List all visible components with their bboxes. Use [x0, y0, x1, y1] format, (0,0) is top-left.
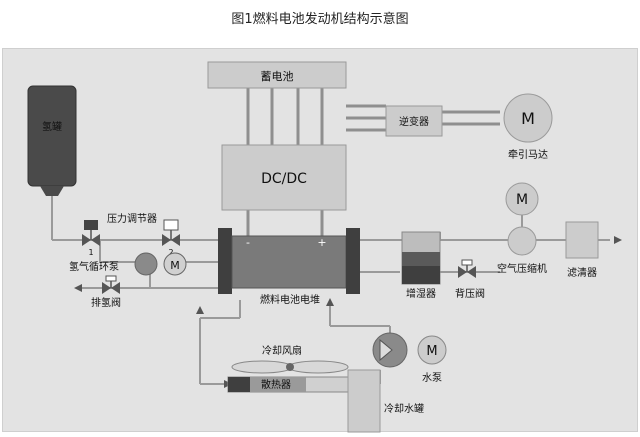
radiator-inlet: [228, 377, 250, 392]
traction-motor-label: 牵引马达: [508, 149, 548, 161]
hydrogen-pump-motor: [163, 252, 187, 276]
stack-plus-terminal: +: [317, 236, 326, 249]
air-compressor-label: 空气压缩机: [497, 262, 547, 275]
arrow-air-intake: [614, 236, 622, 244]
air-compressor-motor: [505, 182, 539, 216]
stack-endplate-left: [218, 228, 232, 294]
pressure-regulator-label: 压力调节器: [107, 212, 157, 225]
humidifier-band-2: [402, 266, 440, 284]
water-pump-symbol: [379, 338, 393, 362]
cooling-fan: [231, 360, 349, 374]
dcdc-box: [221, 144, 347, 211]
traction-motor: [503, 93, 553, 143]
dcdc-label: DC/DC: [261, 171, 307, 187]
battery-box: [207, 61, 347, 89]
radiator-label: 散热器: [261, 378, 291, 391]
stack-minus-terminal: -: [246, 236, 250, 249]
valve-2-number: 2: [168, 248, 173, 257]
hydrogen-tank-label: 氢罐: [42, 120, 62, 133]
hydrogen-pump-label: 氢气循环泵: [69, 260, 119, 273]
stack-endplate-right: [346, 228, 360, 294]
valve-2: 2: [162, 219, 180, 257]
valve-1: 1: [82, 220, 100, 257]
arrow-coolant-return: [326, 298, 334, 306]
coolant-tank-label: 冷却水罐: [384, 402, 424, 415]
traction-motor-symbol: M: [521, 109, 535, 128]
figure-title: 图1燃料电池发动机结构示意图: [231, 12, 409, 27]
humidifier-label: 增湿器: [406, 287, 436, 300]
arrow-coolant-out: [196, 306, 204, 314]
stack-label: 燃料电池电堆: [260, 293, 320, 306]
air-compressor: [507, 226, 537, 256]
connection-lines: [246, 88, 500, 238]
back-pressure-valve: [458, 259, 476, 278]
humidifier-band-1: [402, 252, 440, 266]
valve-1-number: 1: [88, 248, 93, 257]
back-pressure-valve-label: 背压阀: [455, 287, 485, 300]
purge-valve-label: 排氢阀: [91, 296, 121, 309]
hydrogen-tank-neck: [40, 186, 64, 196]
inverter-box: [385, 105, 443, 137]
arrow-purge-out: [74, 284, 82, 292]
air-compressor-motor-symbol: M: [516, 192, 528, 208]
cooling-fan-label: 冷却风扇: [262, 344, 302, 357]
coolant-tank: [347, 369, 381, 433]
fuel-cell-stack: [231, 235, 347, 289]
water-pump-label: 水泵: [422, 372, 442, 384]
hydrogen-pump: [134, 252, 158, 276]
water-pump-motor: [417, 335, 447, 365]
water-pump-motor-symbol: M: [426, 344, 437, 359]
hydrogen-tank: [27, 85, 77, 187]
air-filter: [565, 221, 599, 259]
air-filter-label: 滤清器: [567, 266, 597, 279]
radiator-core: [250, 377, 306, 392]
battery-label: 蓄电池: [261, 70, 294, 83]
hydrogen-pump-motor-symbol: M: [170, 259, 180, 272]
purge-valve: [102, 275, 120, 294]
inverter-label: 逆变器: [399, 115, 429, 128]
